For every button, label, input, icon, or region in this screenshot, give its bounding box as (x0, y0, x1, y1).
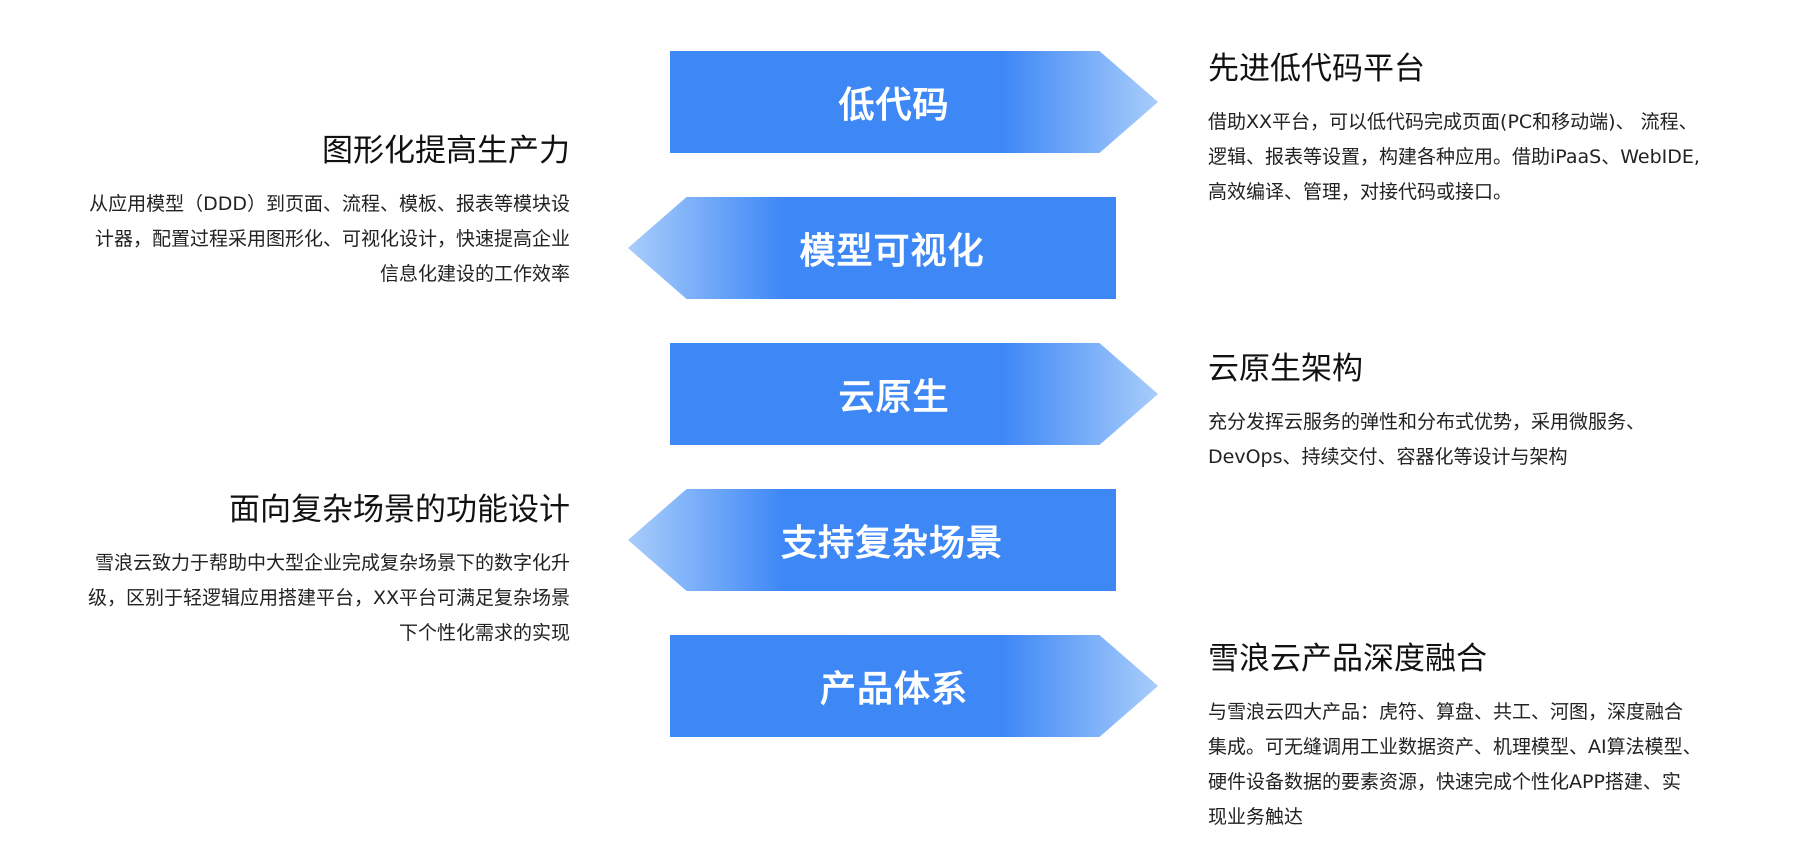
arrow-label: 云原生 (838, 377, 950, 418)
feature-product: 雪浪云产品深度融合 与雪浪云四大产品：虎符、算盘、共工、河图，深度融合 集成。可… (1208, 639, 1708, 835)
feature-low-code: 先进低代码平台 借助XX平台，可以低代码完成页面(PC和移动端)、 流程、 逻辑… (1208, 49, 1708, 210)
feature-title: 图形化提高生产力 (322, 133, 570, 169)
feature-title: 云原生架构 (1208, 351, 1363, 387)
arrow-label: 低代码 (838, 85, 950, 126)
arrow-cloud-native: 云原生 (670, 343, 1158, 445)
arrow-product-system: 产品体系 (670, 635, 1158, 737)
feature-description: 雪浪云致力于帮助中大型企业完成复杂场景下的数字化升 级，区别于轻逻辑应用搭建平台… (87, 552, 570, 644)
feature-title: 先进低代码平台 (1208, 51, 1425, 87)
arrow-label: 产品体系 (819, 669, 968, 710)
arrow-model-visual: 模型可视化 (628, 197, 1116, 299)
feature-visual: 图形化提高生产力 从应用模型（DDD）到页面、流程、模板、报表等模块设 计器，配… (70, 131, 570, 292)
feature-title: 雪浪云产品深度融合 (1208, 641, 1487, 677)
arrow-complex-scenes: 支持复杂场景 (628, 489, 1116, 591)
arrow-label: 支持复杂场景 (780, 523, 1003, 564)
feature-complex: 面向复杂场景的功能设计 雪浪云致力于帮助中大型企业完成复杂场景下的数字化升 级，… (70, 490, 570, 651)
arrow-label: 模型可视化 (799, 231, 985, 272)
feature-description: 充分发挥云服务的弹性和分布式优势，采用微服务、 DevOps、持续交付、容器化等… (1208, 411, 1646, 468)
feature-description: 借助XX平台，可以低代码完成页面(PC和移动端)、 流程、 逻辑、报表等设置，构… (1208, 111, 1700, 203)
feature-description: 从应用模型（DDD）到页面、流程、模板、报表等模块设 计器，配置过程采用图形化、… (89, 193, 570, 285)
feature-description: 与雪浪云四大产品：虎符、算盘、共工、河图，深度融合 集成。可无缝调用工业数据资产… (1208, 701, 1702, 828)
feature-cloud-native: 云原生架构 充分发挥云服务的弹性和分布式优势，采用微服务、 DevOps、持续交… (1208, 349, 1708, 475)
feature-title: 面向复杂场景的功能设计 (229, 492, 570, 528)
arrow-low-code: 低代码 (670, 51, 1158, 153)
